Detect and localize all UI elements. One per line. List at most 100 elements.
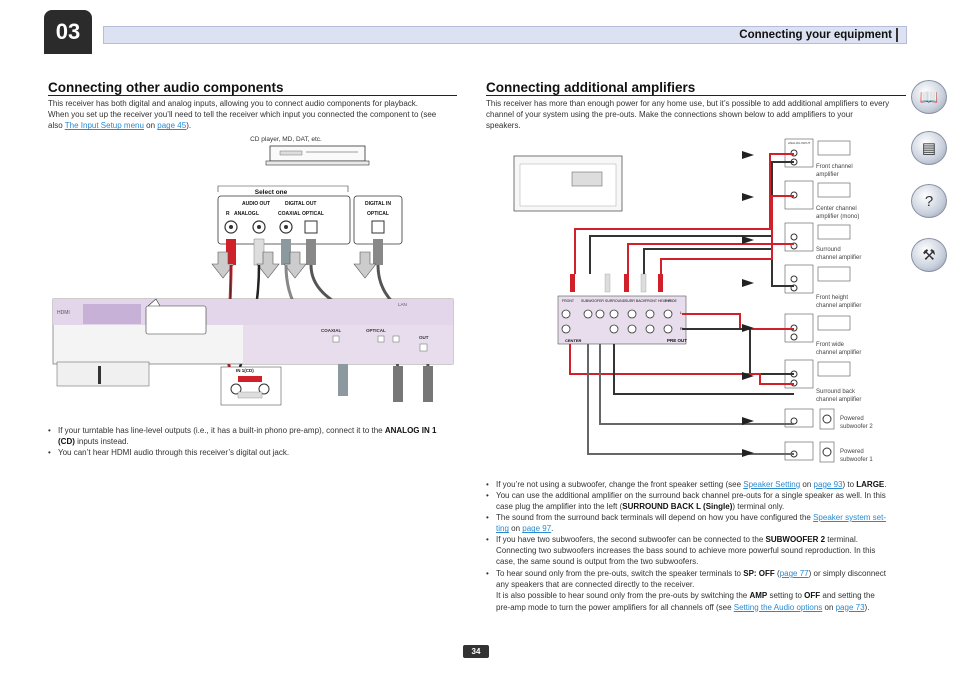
right-heading: Connecting additional amplifiers: [486, 80, 696, 95]
rb2-l2b: SURROUND BACK L (Single): [622, 502, 733, 512]
rb2-l1: You can use the additional amplifier on …: [496, 491, 886, 500]
audio-options-link[interactable]: Setting the Audio options: [733, 602, 823, 612]
out-label: OUT: [419, 335, 429, 340]
rb5-l3c: setting to: [767, 591, 805, 601]
rb1-e: .: [884, 480, 887, 489]
page-93-link[interactable]: page 93: [813, 480, 843, 489]
amp-6-label-1: Surround back: [816, 389, 856, 395]
lb1-text-a: If your turntable has line-level outputs…: [58, 426, 385, 435]
page-77-link[interactable]: page 77: [779, 569, 809, 578]
jack-r-label: R: [680, 326, 683, 331]
right-intro: This receiver has more than enough power…: [486, 98, 906, 132]
audio-out-label: AUDIO OUT: [242, 201, 270, 207]
right-intro-line-2: channel of your system using the pre-out…: [486, 110, 853, 120]
rb4-l1c: terminal.: [825, 535, 858, 544]
section-header-bar: Connecting your equipment: [103, 26, 907, 44]
amp-5-label-2: channel amplifier: [816, 350, 861, 356]
rb1-d: LARGE: [856, 480, 885, 489]
speaker-system-setting-link[interactable]: Speaker system set-: [813, 513, 886, 522]
rb4-l3: case, the same sound is output from the …: [496, 557, 699, 567]
coaxial-label: COAXIAL: [278, 211, 301, 217]
left-heading: Connecting other audio components: [48, 80, 284, 95]
amp-8-label-1: Powered: [840, 449, 864, 455]
l-label: L: [256, 211, 259, 217]
right-bullet-2: You can use the additional amplifier on …: [486, 490, 906, 512]
left-bullet-2: You can’t hear HDMI audio through this r…: [48, 447, 460, 458]
amp-6-label-2: channel amplifier: [816, 397, 861, 403]
rb5-l3e: and setting the: [820, 591, 875, 601]
help-icon[interactable]: ?: [911, 184, 947, 218]
left-intro-3a: also: [48, 121, 65, 131]
rb4-l1b: SUBWOOFER 2: [765, 535, 826, 544]
amp-4-label-1: Front height: [816, 295, 848, 301]
left-bullet-1: If your turntable has line-level outputs…: [48, 425, 460, 447]
right-heading-rule: [486, 95, 906, 96]
amp-3-label-1: Surround: [816, 247, 841, 253]
rb5-l3a: It is also possible to hear sound only f…: [496, 591, 750, 601]
rb2-l2c: ) terminal only.: [732, 502, 785, 512]
speaker-setting-link[interactable]: Speaker Setting: [743, 480, 801, 489]
right-intro-line-1: This receiver has more than enough power…: [486, 99, 890, 108]
analog-label: ANALOG: [234, 211, 256, 217]
rb1-c: ) to: [842, 480, 857, 489]
left-intro-3b: on: [143, 121, 158, 131]
book-icon[interactable]: 📖: [911, 80, 947, 114]
hdmi-label: HDMI: [57, 310, 70, 316]
rb3-l1a: The sound from the surround back termina…: [496, 513, 814, 522]
amp-7-label-1: Powered: [840, 416, 864, 422]
cd-player: [265, 145, 370, 166]
chapter-number-text: 03: [55, 19, 81, 44]
in-cd-label: IN 1(CD): [236, 368, 254, 373]
receiver-icon[interactable]: ▤: [911, 131, 947, 165]
device-label: CD player, MD, DAT, etc.: [250, 136, 322, 143]
amp-3-label-2: channel amplifier: [816, 255, 861, 261]
rb5-l2: any speakers that are connected directly…: [496, 580, 695, 590]
page-number: 34: [463, 645, 489, 658]
rb4-l1a: If you have two subwoofers, the second s…: [496, 535, 766, 544]
rb5-l3b: AMP: [749, 591, 768, 601]
amp-8-label-2: subwoofer 1: [840, 457, 873, 463]
page-45-link[interactable]: page 45: [157, 121, 187, 131]
rb2-l2a: case plug the amplifier into the left (: [496, 502, 623, 512]
pre-out-label: PRE OUT: [667, 338, 687, 343]
lb1-text-d: inputs instead.: [74, 437, 129, 447]
amp-input-label: ANALOG INPUT: [788, 141, 811, 145]
front-label: FRONT: [562, 299, 575, 303]
page-97-link[interactable]: page 97: [522, 524, 552, 534]
r-label: R: [226, 211, 230, 217]
page-73-link[interactable]: page 73: [835, 602, 865, 612]
right-bullet-5: To hear sound only from the pre-outs, sw…: [486, 568, 906, 613]
rb5-l3d: OFF: [804, 591, 821, 601]
audio-out-panel: [217, 195, 351, 245]
input-setup-link[interactable]: The Input Setup menu: [64, 121, 144, 131]
rb3-l2c: .: [551, 524, 554, 534]
left-intro-line-3: also The Input Setup menu on page 45).: [48, 120, 460, 131]
lb1-text-b: ANALOG IN 1: [384, 426, 437, 435]
front-height-label: FRONT HEIGHT: [645, 299, 672, 303]
speaker-system-setting-link-2[interactable]: ting: [496, 524, 509, 534]
amp-4-label-2: channel amplifier: [816, 303, 861, 309]
rb1-a: If you’re not using a subwoofer, change …: [496, 480, 744, 489]
left-intro-line-2: When you set up the receiver you’ll need…: [48, 110, 437, 120]
rb5-l1d: ) or simply disconnect: [808, 569, 886, 578]
amp-1-label-1: Front channel: [816, 164, 853, 170]
center-label: CENTER: [565, 338, 582, 343]
right-intro-line-3: speakers.: [486, 121, 521, 131]
surround-label: SURROUND: [605, 299, 626, 303]
amp-2-label-2: amplifier (mono): [816, 214, 859, 220]
digital-out-label: DIGITAL OUT: [285, 201, 316, 207]
rb1-b: on: [800, 480, 814, 489]
audio-components-diagram: CD player, MD, DAT, etc. Select one AUDI…: [52, 136, 454, 406]
surr-back-label: SURR BACK: [625, 299, 646, 303]
amp-2-label-1: Center channel: [816, 206, 857, 212]
rb5-l1c: (: [774, 569, 780, 578]
rb5-l4c: ).: [864, 602, 870, 612]
optical-panel-label: OPTICAL: [366, 328, 386, 333]
optical-label: OPTICAL: [302, 211, 324, 217]
lb1-text-c: (CD): [58, 437, 75, 447]
rb5-l1b: SP: OFF: [743, 569, 775, 578]
tool-icon[interactable]: ⚒: [911, 238, 947, 272]
left-heading-rule: [48, 95, 457, 96]
right-bullet-3: The sound from the surround back termina…: [486, 512, 906, 534]
rb5-l4a: pre-amp mode to turn the power amplifier…: [496, 602, 734, 612]
